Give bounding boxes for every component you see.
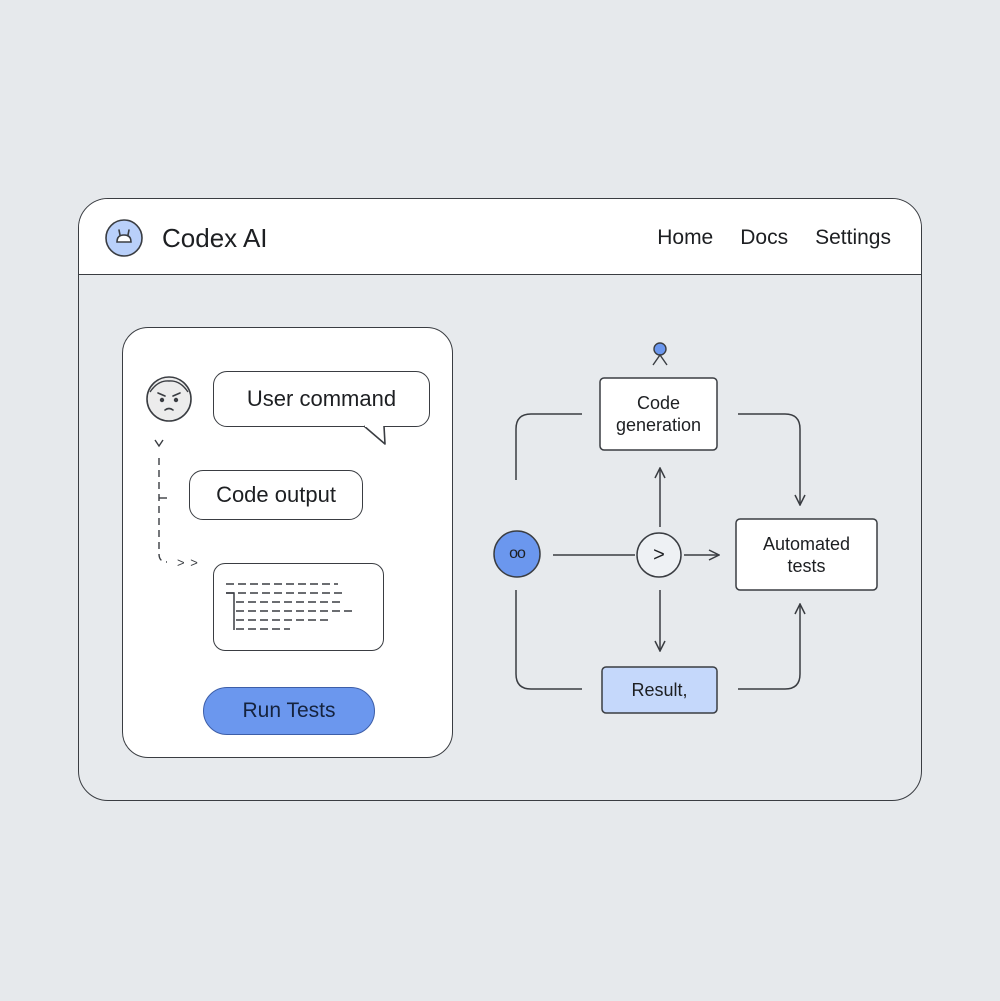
user-command-bubble: User command bbox=[213, 371, 430, 427]
header-bar: Codex AI Home Docs Settings bbox=[79, 199, 921, 275]
app-window: Codex AI Home Docs Settings User command bbox=[78, 198, 922, 801]
connector-arrows: > > bbox=[177, 555, 199, 570]
play-node-label: > bbox=[653, 544, 665, 566]
run-tests-button[interactable]: Run Tests bbox=[203, 687, 375, 735]
frowning-face-icon bbox=[146, 376, 192, 422]
dashed-connector bbox=[154, 439, 168, 563]
chat-panel: User command > > Code output bbox=[122, 327, 453, 758]
nav-docs[interactable]: Docs bbox=[740, 226, 789, 249]
code-snippet-box bbox=[213, 563, 384, 651]
automated-tests-label: Automated tests bbox=[762, 533, 851, 576]
nav-home[interactable]: Home bbox=[657, 226, 714, 249]
bot-head-icon bbox=[105, 219, 143, 257]
loop-bottom-left bbox=[515, 590, 582, 690]
agent-node-label: oo bbox=[509, 545, 526, 562]
top-nav: Home Docs Settings bbox=[657, 225, 891, 251]
code-lines bbox=[226, 583, 354, 630]
code-output-bubble: Code output bbox=[189, 470, 363, 520]
nav-settings[interactable]: Settings bbox=[815, 226, 891, 249]
code-generation-label: Code generation bbox=[615, 393, 702, 435]
loop-top-left bbox=[515, 413, 582, 480]
person-icon bbox=[652, 342, 668, 366]
arrow-to-tests-top bbox=[738, 413, 800, 505]
arrow-to-tests-bottom bbox=[738, 604, 800, 690]
bubble-tail bbox=[363, 424, 386, 445]
app-title: Codex AI bbox=[162, 223, 268, 253]
result-label: Result, bbox=[631, 680, 688, 700]
